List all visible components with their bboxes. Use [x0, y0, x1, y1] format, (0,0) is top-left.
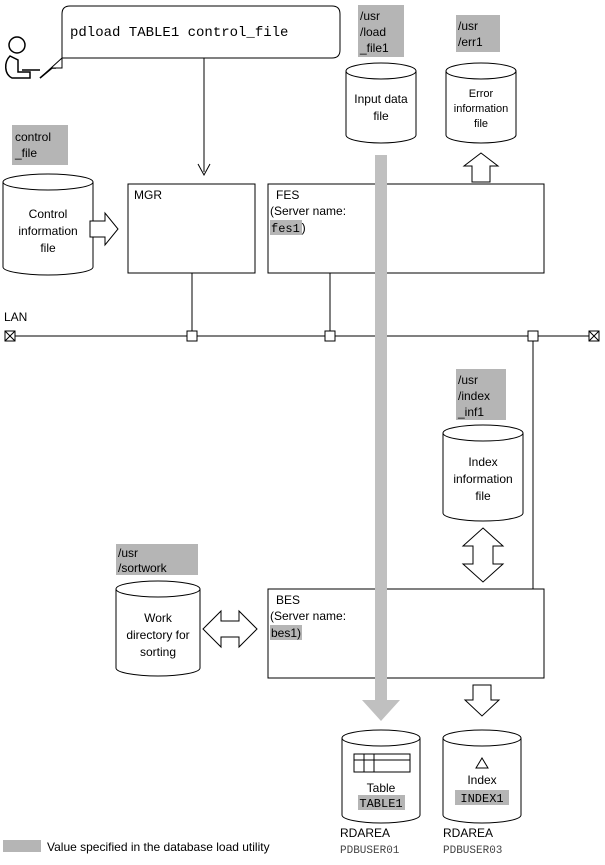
mgr-label: MGR: [134, 188, 162, 202]
lan-node-mgr: [186, 330, 198, 342]
lan-node-fes: [324, 330, 336, 342]
index-triangle-icon: [475, 757, 489, 769]
index-file-label-2: information: [453, 472, 512, 486]
error-file-label-1: Error: [469, 88, 494, 100]
index-rdarea-value: PDBUSER03: [443, 845, 502, 857]
error-file-tag-bg: [456, 15, 500, 52]
control-file-tag-bg: [12, 125, 68, 165]
index-label: Index: [467, 773, 496, 787]
work-dir-tag-1: /usr: [118, 546, 138, 560]
error-file-tag-1: /usr: [458, 19, 478, 33]
fes-to-error-arrow: [462, 152, 500, 183]
error-file-tag-2: /err1: [458, 35, 483, 49]
work-dir-cylinder: [115, 580, 201, 677]
lan-label: LAN: [4, 310, 27, 324]
table-icon: [353, 753, 411, 773]
control-file-cylinder: [2, 173, 94, 276]
command-arrow-head: [197, 163, 211, 177]
bes-server-name: bes1): [271, 626, 301, 640]
control-file-label-2: information: [18, 224, 77, 238]
control-file-tag-2: _file: [14, 146, 37, 160]
input-file-tag-1: /usr: [360, 9, 380, 23]
data-flow-bar: [375, 155, 387, 703]
table-rdarea-label: RDAREA: [340, 826, 390, 840]
lan-terminator-left: [4, 330, 16, 342]
operator-icon: [5, 36, 56, 79]
lan-terminator-right: [588, 330, 600, 342]
index-bes-double-arrow: [461, 527, 505, 583]
data-flow-arrow-head: [362, 700, 400, 721]
index-file-tag-1: /usr: [458, 373, 478, 387]
legend-text: Value specified in the database load uti…: [47, 840, 270, 854]
index-value: INDEX1: [460, 792, 503, 806]
fes-server-label: (Server name:: [270, 204, 346, 218]
control-to-mgr-arrow: [89, 211, 119, 247]
index-file-tag-bg: [456, 369, 506, 420]
error-file-label-2: information: [454, 103, 508, 115]
fes-label: FES: [276, 188, 299, 202]
error-file-label-3: file: [474, 118, 488, 130]
legend-swatch: [3, 840, 41, 852]
table-label: Table: [367, 781, 396, 795]
error-file-cylinder: [445, 62, 517, 144]
bes-box: [267, 588, 545, 679]
fes-server-name-bg: [270, 220, 302, 235]
bes-label: BES: [276, 593, 300, 607]
bes-server-label: (Server name:: [270, 609, 346, 623]
mgr-box: [127, 183, 256, 274]
command-bubble: [52, 5, 341, 69]
work-dir-tag-bg: [116, 544, 198, 575]
control-file-label-1: Control: [29, 207, 68, 221]
table-value-bg: [358, 795, 405, 810]
work-dir-label-3: sorting: [140, 645, 176, 659]
work-dir-label-1: Work: [144, 611, 173, 625]
index-value-bg: [455, 790, 509, 805]
input-file-tag-bg: [358, 5, 404, 57]
lan-node-bes: [527, 330, 539, 342]
fes-box: [267, 183, 545, 274]
table-rdarea-value: PDBUSER01: [340, 845, 400, 857]
work-bes-double-arrow: [202, 609, 258, 649]
bes-server-name-bg: [270, 625, 302, 640]
index-rdarea-label: RDAREA: [443, 826, 493, 840]
input-data-file-cylinder: [345, 62, 417, 144]
command-text: pdload TABLE1 control_file: [70, 25, 288, 41]
work-dir-tag-2: /sortwork: [118, 561, 168, 575]
index-file-tag-3: _inf1: [457, 405, 484, 419]
index-file-tag-2: /index: [458, 389, 490, 403]
index-file-label-3: file: [475, 489, 491, 503]
table-value: TABLE1: [359, 797, 402, 811]
input-file-tag-3: _file1: [359, 41, 389, 55]
fes-server-name: fes1): [271, 222, 307, 236]
index-file-label-1: Index: [468, 455, 497, 469]
input-file-label-1: Input data: [354, 92, 408, 106]
bes-to-index-arrow: [463, 684, 501, 717]
input-file-label-2: file: [373, 109, 389, 123]
input-file-tag-2: /load: [360, 25, 386, 39]
work-dir-label-2: directory for: [126, 628, 189, 642]
control-file-label-3: file: [40, 241, 56, 255]
control-file-tag-1: control: [15, 130, 51, 144]
index-info-file-cylinder: [442, 424, 524, 522]
